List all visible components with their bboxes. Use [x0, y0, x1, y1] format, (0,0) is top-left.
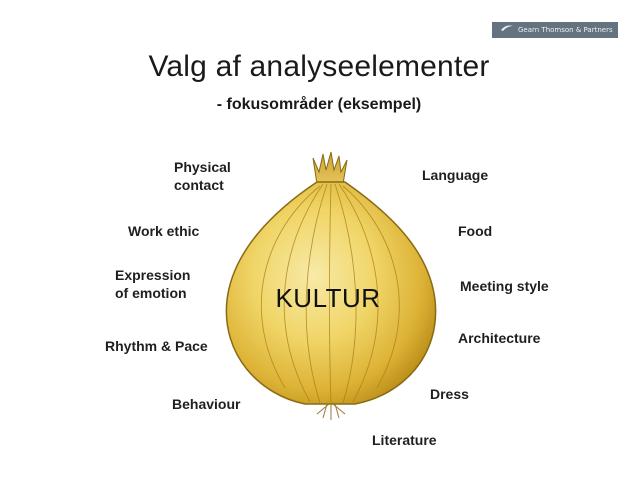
logo-text: Gearn Thomson & Partners	[518, 26, 613, 34]
slide-title: Valg af analyseelementer	[148, 50, 490, 83]
label-meeting-style: Meeting style	[460, 278, 549, 294]
label-behaviour: Behaviour	[172, 396, 241, 412]
label-language: Language	[422, 167, 489, 183]
swoosh-icon	[500, 22, 514, 38]
onion-illustration	[225, 151, 437, 420]
slide-subtitle: - fokusområder (eksempel)	[216, 96, 422, 113]
label-food: Food	[458, 223, 493, 239]
center-label-kultur: KULTUR	[275, 283, 381, 313]
company-logo: Gearn Thomson & Partners	[492, 22, 618, 38]
label-architecture: Architecture	[458, 330, 541, 346]
label-dress: Dress	[430, 386, 469, 402]
label-rhythm-pace: Rhythm & Pace	[105, 338, 208, 354]
label-literature: Literature	[372, 432, 437, 448]
label-work-ethic: Work ethic	[128, 223, 200, 239]
